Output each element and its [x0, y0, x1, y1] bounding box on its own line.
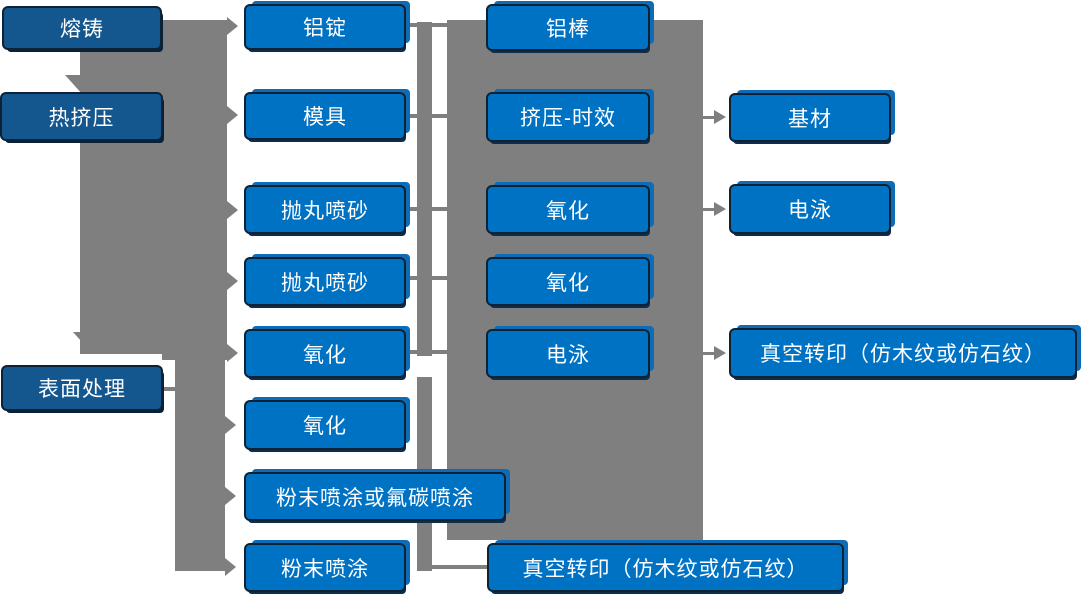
tick-surface-treatment	[162, 387, 176, 391]
arrowhead-to-vacuum-transfer-2-icon	[714, 346, 726, 360]
arrowhead-to-oxidation-2-icon	[225, 416, 236, 434]
node-substrate: 基材	[729, 93, 891, 142]
tick-mold-to-extrusion-aging	[406, 114, 447, 118]
node-oxidation-1: 氧化	[244, 329, 406, 378]
node-vacuum-transfer-2: 真空转印（仿木纹或仿石纹）	[729, 328, 1077, 378]
tick-powder-to-vacuum-transfer	[420, 565, 487, 569]
node-powder-coating: 粉末喷涂	[244, 543, 406, 592]
tick-blasting2-to-oxidation4	[406, 276, 447, 280]
line-to-vacuum-transfer-2	[703, 352, 715, 355]
connector-surface-branch-band	[175, 354, 225, 571]
arrowhead-to-shot-blasting-1-icon	[227, 201, 238, 219]
node-label: 真空转印（仿木纹或仿石纹）	[760, 343, 1046, 366]
node-label: 氧化	[546, 271, 590, 295]
node-aluminum-rod: 铝棒	[486, 4, 650, 51]
node-vacuum-transfer-1: 真空转印（仿木纹或仿石纹）	[487, 543, 844, 592]
node-label: 模具	[303, 106, 347, 129]
node-melting-casting: 熔铸	[2, 6, 162, 50]
node-powder-or-fluorocarbon-coating: 粉末喷涂或氟碳喷涂	[244, 472, 506, 521]
arrowhead-to-mold-icon	[227, 106, 238, 124]
node-label: 铝棒	[546, 17, 590, 41]
node-aluminum-ingot: 铝锭	[244, 4, 406, 50]
node-label: 熔铸	[60, 18, 104, 41]
line-to-substrate	[703, 116, 715, 119]
node-label: 电泳	[546, 343, 590, 367]
connector-trunk-right-of-col1	[162, 20, 227, 360]
node-oxidation-3: 氧化	[486, 185, 650, 234]
node-label: 挤压-时效	[520, 107, 616, 130]
node-shot-blasting-2: 抛丸喷砂	[244, 257, 406, 306]
node-label: 氧化	[546, 199, 590, 223]
node-label: 氧化	[303, 343, 347, 367]
node-oxidation-4: 氧化	[486, 257, 650, 306]
node-oxidation-2: 氧化	[244, 400, 406, 450]
node-label: 抛丸喷砂	[281, 199, 369, 223]
node-label: 表面处理	[38, 378, 126, 401]
node-electrophoresis-1: 电泳	[486, 329, 650, 378]
tick-blasting1-to-oxidation3	[406, 207, 447, 211]
arrowhead-to-substrate-icon	[714, 110, 726, 124]
arrowhead-to-electrophoresis-2-icon	[714, 202, 726, 216]
node-hot-extrusion: 热挤压	[0, 92, 163, 141]
collector-bar-upper	[417, 22, 432, 356]
arrowhead-to-shot-blasting-2-icon	[227, 272, 238, 290]
arrowhead-to-oxidation-1-icon	[227, 344, 238, 362]
arrowhead-to-powder-fluorocarbon-icon	[225, 487, 236, 505]
down-arrowhead-hot-extrusion-icon	[65, 75, 101, 95]
node-extrusion-aging: 挤压-时效	[486, 92, 650, 142]
node-label: 真空转印（仿木纹或仿石纹）	[522, 557, 809, 581]
arrowhead-to-aluminum-ingot-icon	[227, 17, 238, 35]
node-mold: 模具	[244, 92, 406, 140]
line-to-electrophoresis-2	[703, 208, 715, 211]
tick-oxidation1-to-electrophoresis	[406, 350, 447, 354]
node-electrophoresis-2: 电泳	[729, 184, 891, 234]
node-label: 电泳	[788, 199, 832, 222]
node-label: 热挤压	[48, 106, 115, 130]
tick-ingot-to-rod	[406, 23, 447, 27]
down-arrowhead-surface-treatment-icon	[73, 332, 109, 352]
arrowhead-to-powder-coating-icon	[225, 558, 236, 576]
node-label: 抛丸喷砂	[281, 271, 369, 295]
connector-extrusion-to-surface	[80, 140, 162, 354]
node-label: 粉末喷涂	[281, 557, 369, 581]
node-label: 基材	[788, 107, 832, 131]
node-label: 粉末喷涂或氟碳喷涂	[276, 486, 474, 510]
node-label: 铝锭	[303, 17, 347, 40]
node-shot-blasting-1: 抛丸喷砂	[244, 185, 406, 234]
node-surface-treatment: 表面处理	[1, 365, 163, 411]
node-label: 氧化	[303, 415, 347, 438]
